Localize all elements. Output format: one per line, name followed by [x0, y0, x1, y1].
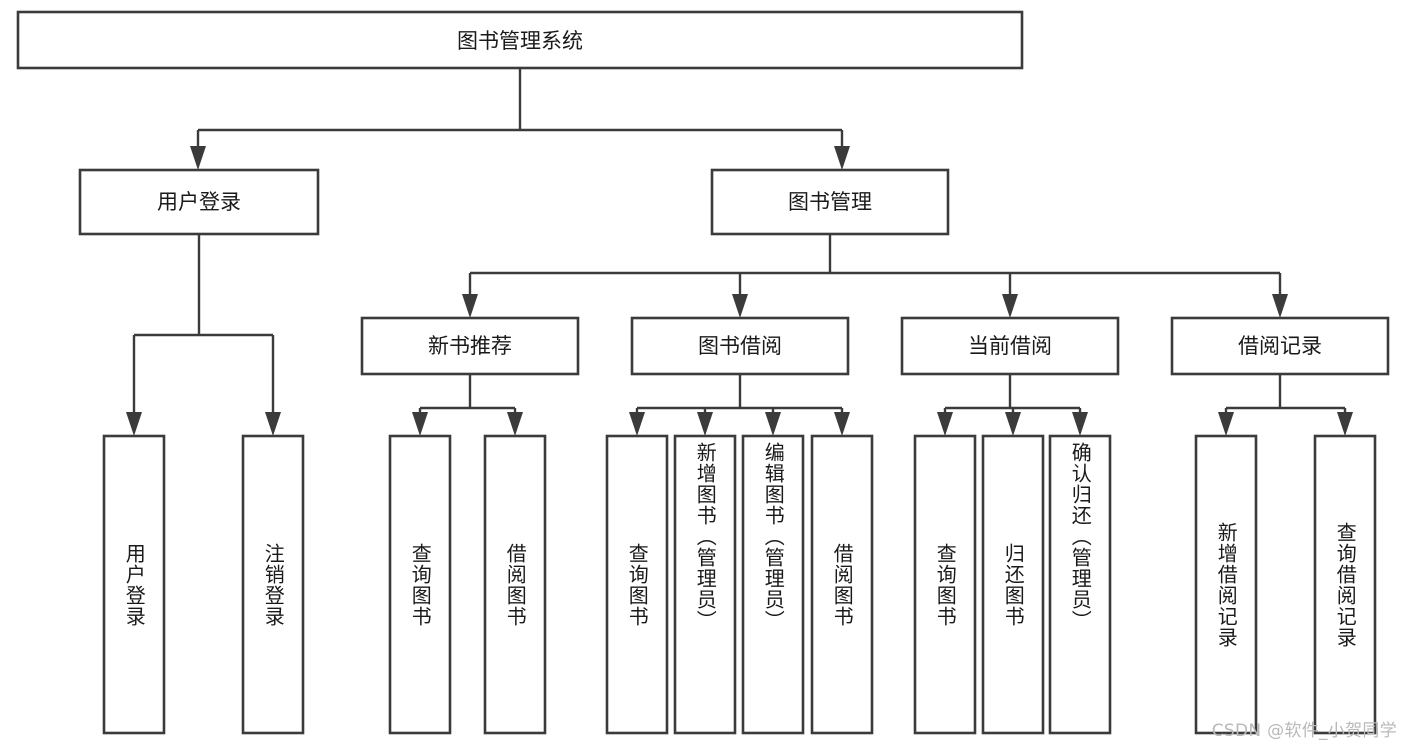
new-book-recommend-box — [360, 316, 580, 376]
leaf-box-borrow-book-1 — [483, 434, 547, 735]
leaf-box-query-book-2 — [605, 434, 669, 735]
current-borrow-box — [900, 316, 1120, 376]
node-root: 图书管理系统 — [16, 10, 1024, 70]
leaf-label-borrow-book-1-wrap: 借阅图书 — [485, 436, 545, 733]
arrow-head-icon — [1272, 294, 1288, 318]
arrow-head-icon — [937, 412, 953, 436]
leaf-label-add-book-wrap: 新增图书（管理员） — [675, 436, 735, 733]
node-borrow-record: 借阅记录 — [1170, 316, 1390, 376]
leaf-label-query-book-3-wrap: 查询图书 — [915, 436, 975, 733]
leaf-label-return-book-wrap: 归还图书 — [983, 436, 1043, 733]
watermark-text: CSDN @软件_小贺同学 — [1211, 721, 1397, 741]
node-new-book-recommend: 新书推荐 — [360, 316, 580, 376]
leaf-label-add-record-wrap: 新增借阅记录 — [1196, 436, 1256, 733]
leaf-label-query-record: 查询借阅记录 — [1333, 521, 1358, 648]
leaf-box-query-book-3 — [913, 434, 977, 735]
leaf-box-user-login — [102, 434, 166, 735]
arrow-head-icon — [629, 412, 645, 436]
leaf-label-confirm-return-wrap: 确认归还（管理员） — [1050, 436, 1110, 733]
borrow-record-label: 借阅记录 — [1238, 334, 1322, 358]
leaf-box-add-record — [1194, 434, 1258, 735]
leaf-label-query-book-3: 查询图书 — [933, 542, 958, 627]
arrow-head-icon — [1218, 412, 1234, 436]
leaf-label-query-record-wrap: 查询借阅记录 — [1315, 436, 1375, 733]
arrow-head-icon — [190, 146, 206, 170]
arrow-head-icon — [765, 412, 781, 436]
leaf-label-add-book: 新增图书（管理员） — [693, 442, 718, 631]
connector-book-management-to-level3 — [462, 234, 1288, 318]
arrow-head-icon — [412, 412, 428, 436]
leaf-label-borrow-book-2: 借阅图书 — [830, 542, 855, 627]
node-user-login: 用户登录 — [78, 168, 320, 236]
arrow-head-icon — [462, 294, 478, 318]
leaf-box-add-book — [673, 434, 737, 735]
leaf-label-query-book-1: 查询图书 — [408, 542, 433, 627]
connector-current-borrow-to-leaves — [937, 374, 1088, 436]
leaf-label-edit-book-wrap: 编辑图书（管理员） — [743, 436, 803, 733]
node-book-borrow: 图书借阅 — [630, 316, 850, 376]
leaf-box-confirm-return — [1048, 434, 1112, 735]
node-current-borrow: 当前借阅 — [900, 316, 1120, 376]
root-label: 图书管理系统 — [457, 29, 583, 53]
arrow-head-icon — [1002, 294, 1018, 318]
connector-borrow-record-to-leaves — [1218, 374, 1353, 436]
arrow-head-icon — [507, 412, 523, 436]
current-borrow-label: 当前借阅 — [968, 334, 1052, 358]
leaf-label-query-book-2-wrap: 查询图书 — [607, 436, 667, 733]
leaf-label-edit-book: 编辑图书（管理员） — [761, 442, 786, 631]
leaf-label-return-book: 归还图书 — [1001, 542, 1026, 627]
leaf-box-borrow-book-2 — [810, 434, 874, 735]
arrow-head-icon — [732, 294, 748, 318]
arrow-head-icon — [1072, 412, 1088, 436]
arrow-head-icon — [1005, 412, 1021, 436]
arrow-head-icon — [697, 412, 713, 436]
user-login-label: 用户登录 — [157, 190, 241, 214]
leaf-label-logout: 注销登录 — [261, 542, 286, 627]
node-book-management: 图书管理 — [710, 168, 950, 236]
leaf-label-query-book-2: 查询图书 — [625, 542, 650, 627]
leaf-label-query-book-1-wrap: 查询图书 — [390, 436, 450, 733]
arrow-head-icon — [834, 146, 850, 170]
leaf-label-user-login-wrap: 用户登录 — [104, 436, 164, 733]
arrow-head-icon — [1337, 412, 1353, 436]
connector-new-book-to-leaves — [412, 374, 523, 436]
leaf-label-borrow-book-2-wrap: 借阅图书 — [812, 436, 872, 733]
leaf-label-confirm-return: 确认归还（管理员） — [1068, 442, 1093, 631]
leaf-label-borrow-book-1: 借阅图书 — [503, 542, 528, 627]
book-borrow-box — [630, 316, 850, 376]
leaf-box-logout — [241, 434, 305, 735]
leaf-box-return-book — [981, 434, 1045, 735]
root-box — [16, 10, 1024, 70]
book-borrow-label: 图书借阅 — [698, 334, 782, 358]
arrow-head-icon — [834, 412, 850, 436]
arrow-head-icon — [265, 412, 281, 436]
connector-root-to-level2 — [190, 68, 850, 170]
leaf-box-edit-book — [741, 434, 805, 735]
arrow-head-icon — [126, 412, 142, 436]
leaf-label-logout-wrap: 注销登录 — [243, 436, 303, 733]
book-management-label: 图书管理 — [788, 190, 872, 214]
leaf-box-query-book-1 — [388, 434, 452, 735]
connector-user-login-to-leaves — [126, 234, 281, 436]
leaf-label-user-login: 用户登录 — [122, 542, 147, 627]
connector-book-borrow-to-leaves — [629, 374, 850, 436]
leaf-label-add-record: 新增借阅记录 — [1214, 521, 1239, 648]
leaf-box-query-record — [1313, 434, 1377, 735]
new-book-recommend-label: 新书推荐 — [428, 334, 512, 358]
